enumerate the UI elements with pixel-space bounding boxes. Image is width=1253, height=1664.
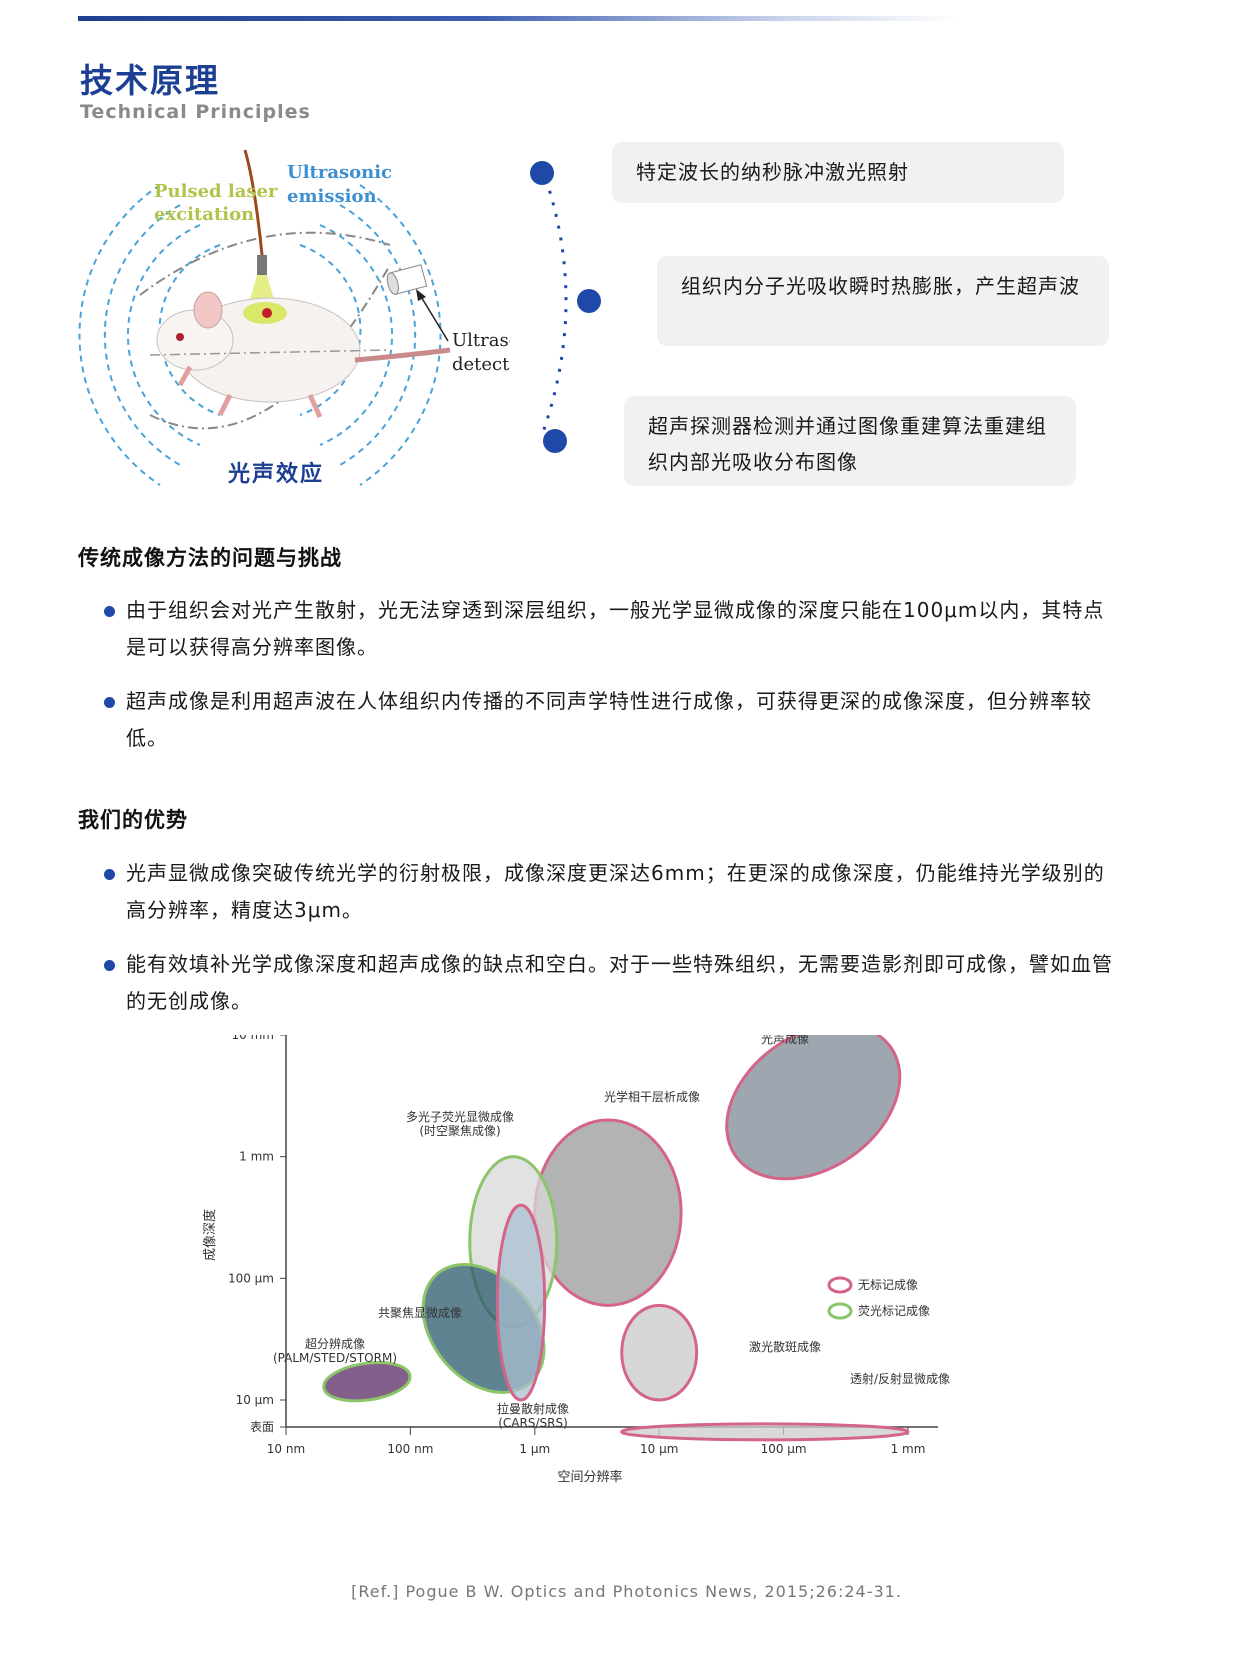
photoacoustic-illustration: Pulsed laser excitation Ultrasonic emiss… [78,149,510,486]
region-label: 拉曼散射成像 [497,1401,569,1416]
ultrasonic-detection-label: Ultrasonic [452,330,510,351]
region-label: 激光散斑成像 [749,1339,821,1354]
region-label: 光声成像 [761,1035,809,1046]
y-tick-label: 10 mm [232,1035,274,1042]
region-label: 共聚焦显微成像 [378,1306,462,1320]
region-0 [725,1035,902,1181]
y-tick-label: 100 μm [228,1271,274,1285]
step-1-dot [530,161,554,185]
region-label: 超分辨成像 [305,1336,365,1351]
region-sublabel: (CARS/SRS) [498,1416,568,1430]
advantage-bullet-2: 能有效填补光学成像深度和超声成像的缺点和空白。对于一些特殊组织，无需要造影剂即可… [104,946,1124,1020]
region-6 [620,1303,699,1402]
illustration-caption: 光声效应 [228,462,325,487]
ultrasonic-detection-label-2: detection [452,354,510,375]
page-title: 技术原理 [80,61,220,100]
y-tick-label: 10 μm [236,1393,274,1407]
legend-label: 无标记成像 [858,1278,918,1292]
x-tick-label: 100 μm [761,1442,807,1456]
step-3-box: 超声探测器检测并通过图像重建算法重建组织内部光吸收分布图像 [624,396,1076,486]
imaging-modalities-chart: 10 nm 100 nm 1 μm 10 μm 100 μm 1 mm 表面 10 μm 100… [202,1035,950,1485]
y-axis-title: 成像深度 [202,1209,218,1261]
problem-bullet-2: 超声成像是利用超声波在人体组织内传播的不同声学特性进行成像，可获得更深的成像深度… [104,683,1124,757]
advantages-section-title: 我们的优势 [78,808,188,832]
region-1 [533,1118,683,1307]
y-tick-label: 1 mm [239,1150,274,1164]
y-tick-label: 表面 [250,1420,274,1434]
x-axis-title: 空间分辨率 [557,1469,622,1485]
region-sublabel: (时空聚焦成像) [419,1124,500,1138]
advantage-bullet-1: 光声显微成像突破传统光学的衍射极限，成像深度更深达6mm；在更深的成像深度，仍能… [104,855,1124,929]
legend-label: 荧光标记成像 [858,1304,930,1318]
step-1-box: 特定波长的纳秒脉冲激光照射 [612,142,1064,203]
ultrasonic-emission-label: Ultrasonic [287,162,392,183]
legend-swatch [827,1276,853,1294]
page-subtitle: Technical Principles [80,101,311,123]
reference-citation: [Ref.] Pogue B W. Optics and Photonics N… [351,1582,902,1601]
step-2-box: 组织内分子光吸收瞬时热膨胀，产生超声波 [657,256,1109,346]
x-tick-label: 1 mm [891,1442,926,1456]
x-tick-label: 10 μm [640,1442,678,1456]
region-7 [620,1422,910,1442]
x-tick-label: 100 nm [387,1442,433,1456]
step-2-dot [577,289,601,313]
region-label: 多光子荧光显微成像 [406,1110,514,1124]
pulsed-laser-label-2: excitation [154,204,254,225]
problem-bullet-1: 由于组织会对光产生散射，光无法穿透到深层组织，一般光学显微成像的深度只能在100… [104,592,1124,666]
header-accent-bar [78,16,958,21]
step-3-dot [543,429,567,453]
problems-section-title: 传统成像方法的问题与挑战 [78,546,342,570]
x-tick-label: 1 μm [519,1442,550,1456]
ultrasonic-emission-label-2: emission [287,186,377,207]
region-label: 光学相干层析成像 [604,1089,700,1104]
region-label: 透射/反射显微成像 [850,1371,950,1386]
pulsed-laser-label: Pulsed laser [154,181,278,202]
region-4 [495,1203,547,1402]
region-5 [322,1361,412,1403]
region-sublabel: (PALM/STED/STORM) [273,1351,397,1365]
x-tick-label: 10 nm [267,1442,305,1456]
legend-swatch [827,1302,853,1320]
